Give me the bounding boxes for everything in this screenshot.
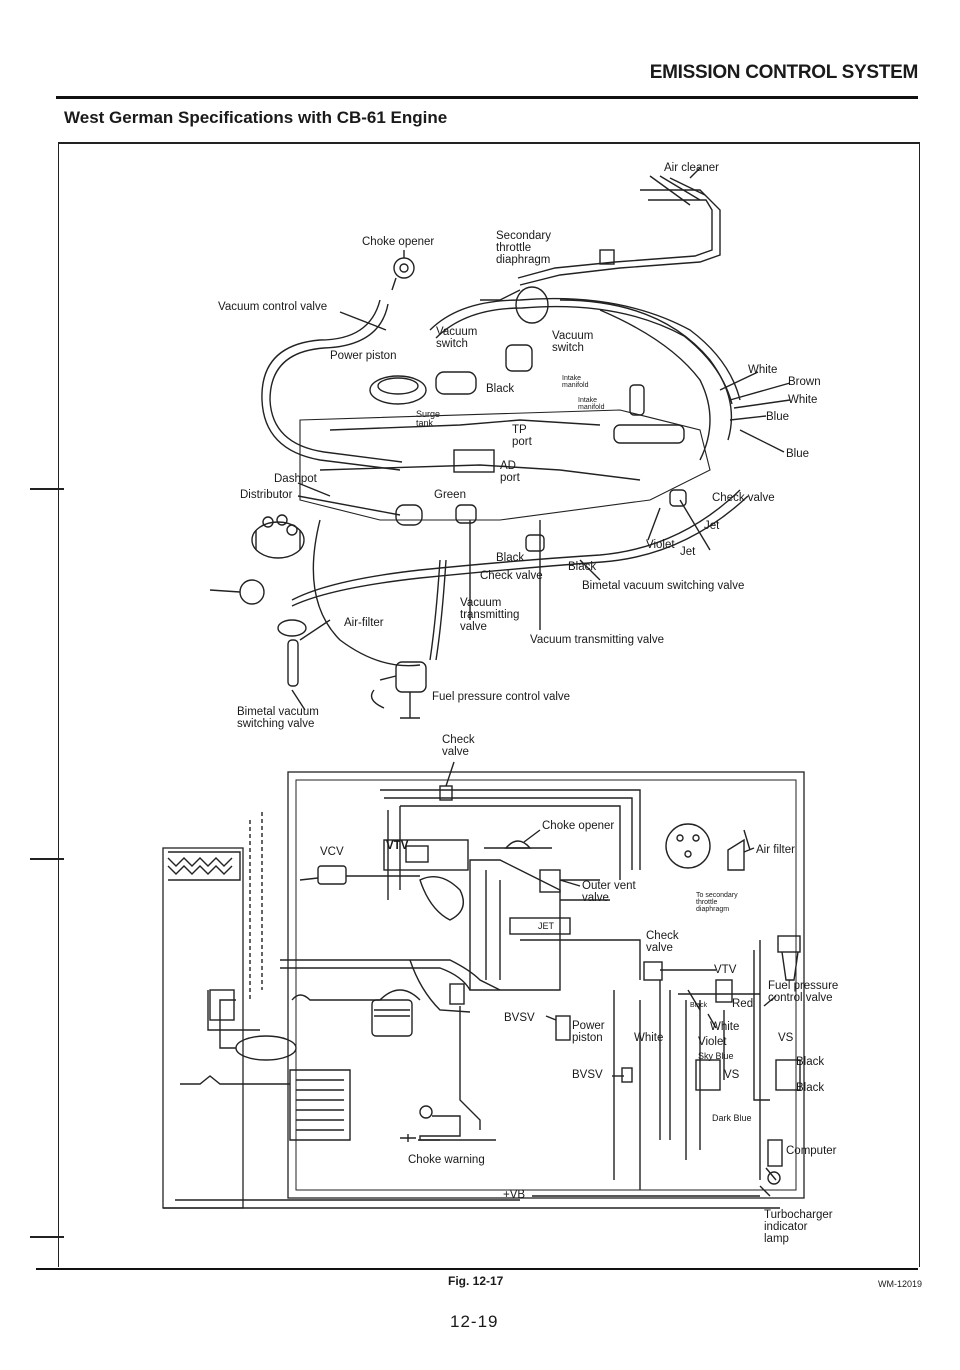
label-to-secondary-throttle-diaphragm: To secondary throttle diaphragm [696, 892, 738, 913]
header-rule [56, 96, 918, 99]
label-bvsv-2: BVSV [572, 1069, 603, 1081]
label-white-lower-1: White [634, 1032, 664, 1044]
label-distributor: Distributor [240, 489, 293, 501]
frame-top-border [58, 142, 920, 144]
label-vtv-1: VTV [386, 840, 409, 852]
label-vacuum-control-valve: Vacuum control valve [218, 301, 328, 313]
label-lower-power-piston: Power piston [572, 1020, 605, 1044]
margin-tick [30, 858, 64, 860]
label-vacuum-transmitting-valve-2: Vacuum transmitting valve [530, 634, 665, 646]
label-choke-opener: Choke opener [362, 236, 435, 248]
label-outer-vent-valve: Outer vent valve [582, 880, 636, 904]
section-title: EMISSION CONTROL SYSTEM [649, 62, 919, 83]
page-number: 12-19 [450, 1312, 499, 1331]
label-black-small: Black [690, 1002, 708, 1009]
label-jet-1: Jet [704, 520, 720, 532]
label-vs-2: VS [724, 1069, 740, 1081]
label-bvsv-1: BVSV [504, 1012, 535, 1024]
label-jet: JET [538, 921, 555, 931]
label-white-lower-2: White [710, 1021, 740, 1033]
label-white-2: White [788, 394, 818, 406]
label-bimetal-vacuum-switching-valve-2: Bimetal vacuum switching valve [237, 706, 319, 730]
label-vs-1: VS [778, 1032, 794, 1044]
label-black-1: Black [486, 383, 515, 395]
label-violet: Violet [646, 539, 675, 551]
figure-code: WM-12019 [877, 1279, 922, 1289]
label-air-cleaner: Air cleaner [664, 162, 719, 174]
label-vcv: VCV [320, 846, 344, 858]
label-dark-blue: Dark Blue [712, 1113, 752, 1123]
label-lower-fuel-pressure-control-valve: Fuel pressure control valve [768, 980, 839, 1004]
label-lower-choke-opener: Choke opener [542, 820, 615, 832]
label-dashpot: Dashpot [274, 473, 317, 485]
label-check-valve-2: Check valve [480, 570, 543, 582]
label-secondary-throttle-diaphragm: Secondary throttle diaphragm [496, 230, 551, 266]
label-check-valve-1: Check valve [712, 492, 775, 504]
footer-rule [36, 1268, 918, 1270]
margin-tick [30, 1236, 64, 1238]
label-check-valve-top: Check valve [442, 734, 475, 758]
label-lower-air-filter: Air filter [756, 844, 795, 856]
label-ad-port: AD port [500, 460, 520, 484]
label-vacuum-switch-2: Vacuum switch [552, 330, 594, 354]
label-vb: +VB [503, 1189, 526, 1201]
label-green: Green [434, 489, 466, 501]
label-surge-tank: Surge tank [416, 409, 441, 428]
label-vacuum-switch-1: Vacuum switch [436, 326, 478, 350]
label-air-filter: Air-filter [344, 617, 384, 629]
label-lower-black-1: Black [796, 1056, 825, 1068]
label-vtv-2: VTV [714, 964, 737, 976]
label-lower-check-valve: Check valve [646, 930, 679, 954]
label-black-2: Black [496, 552, 525, 564]
label-black-3: Black [568, 561, 597, 573]
label-red: Red [732, 998, 754, 1010]
page-subtitle: West German Specifications with CB-61 En… [64, 108, 448, 127]
label-bimetal-vacuum-switching-valve-1: Bimetal vacuum switching valve [582, 580, 745, 592]
label-power-piston: Power piston [330, 350, 397, 362]
label-blue-2: Blue [786, 448, 810, 460]
label-choke-warning: Choke warning [408, 1154, 485, 1166]
label-jet-2: Jet [680, 546, 696, 558]
label-tp-port: TP port [512, 424, 532, 448]
diagram-frame [58, 142, 920, 1267]
label-intake-manifold-2: Intake manifold [578, 397, 605, 411]
figure-number: Fig. 12-17 [448, 1274, 504, 1288]
label-brown: Brown [788, 376, 821, 388]
label-vacuum-transmitting-valve-1: Vacuum transmitting valve [460, 597, 520, 633]
label-turbocharger-indicator-lamp: Turbocharger indicator lamp [764, 1209, 833, 1245]
label-computer: Computer [786, 1145, 837, 1157]
label-white-1: White [748, 364, 778, 376]
label-sky-blue: Sky Blue [698, 1051, 734, 1061]
label-lower-black-2: Black [796, 1082, 825, 1094]
label-blue-1: Blue [766, 411, 790, 423]
label-intake-manifold-1: Intake manifold [562, 375, 589, 389]
label-fuel-pressure-control-valve: Fuel pressure control valve [432, 691, 571, 703]
label-lower-violet: Violet [698, 1036, 727, 1048]
margin-tick [30, 488, 64, 490]
